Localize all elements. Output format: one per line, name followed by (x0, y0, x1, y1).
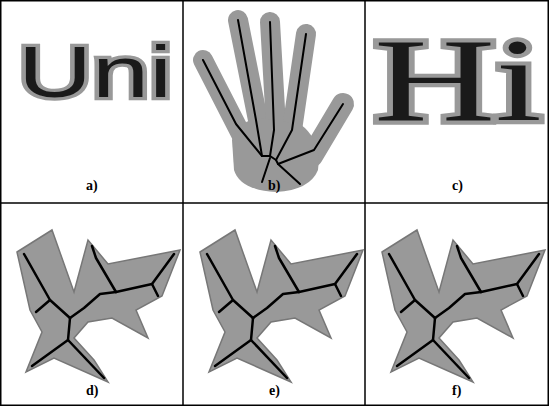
panel-label: d) (86, 383, 98, 399)
polygon-shape (17, 230, 180, 382)
panel-label: a) (86, 178, 98, 194)
panel-label: c) (452, 178, 463, 194)
shape-text: Hi (374, 22, 542, 140)
panel-label: b) (268, 178, 280, 194)
hand-shape (203, 20, 343, 192)
polygon-shape (200, 230, 363, 382)
shape-text: Uni (18, 36, 172, 108)
panel-label: f) (452, 383, 461, 399)
polygon-shape (382, 230, 545, 382)
panel-label: e) (269, 383, 280, 399)
